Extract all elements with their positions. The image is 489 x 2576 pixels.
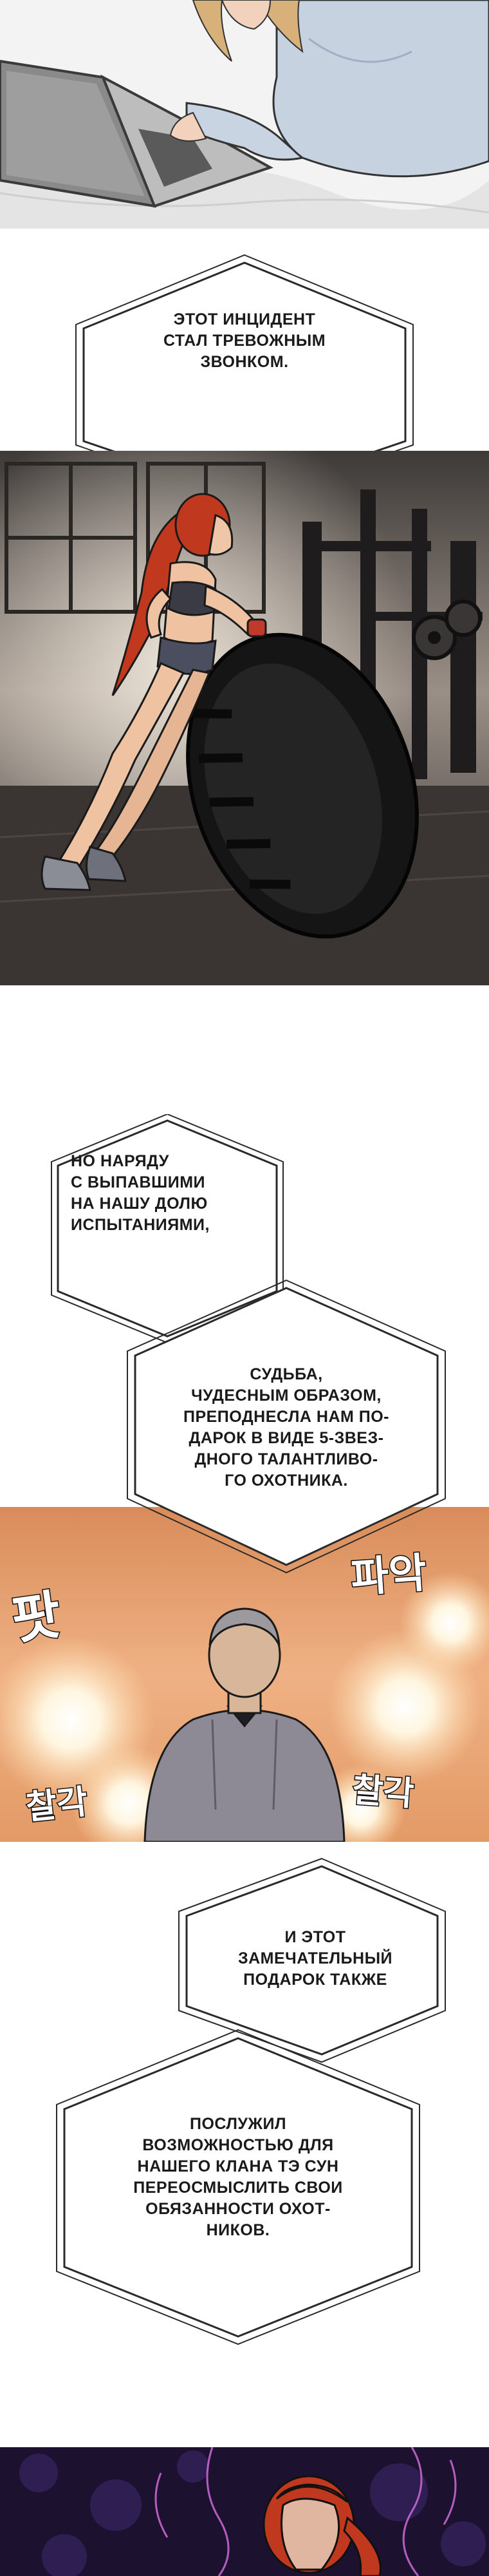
caption-5-text: ПОСЛУЖИЛ ВОЗМОЖНОСТЬЮ ДЛЯ НАШЕГО КЛАНА Т… — [97, 2114, 380, 2241]
caption-4-text: И ЭТОТ ЗАМЕЧАТЕЛЬНЫЙ ПОДАРОК ТАКЖЕ — [212, 1927, 418, 1991]
panel-laptop — [0, 0, 489, 229]
panel-caption-2-3: НО НАРЯДУ С ВЫПАВШИМИ НА НАШУ ДОЛЮ ИСПЫТ… — [0, 1114, 489, 1584]
caption-2-text: НО НАРЯДУ С ВЫПАВШИМИ НА НАШУ ДОЛЮ ИСПЫТ… — [71, 1151, 264, 1236]
caption-line: ИСПЫТАНИЯМИ, — [71, 1216, 210, 1234]
caption-line: ПЕРЕОСМЫСЛИТЬ СВОИ — [133, 2179, 343, 2197]
caption-3-text: СУДЬБА, ЧУДЕСНЫМ ОБРАЗОМ, ПРЕПОДНЕСЛА НА… — [177, 1364, 396, 1492]
caption-line: ВОЗМОЖНОСТЬЮ ДЛЯ — [142, 2136, 334, 2154]
laptop-illustration — [0, 0, 489, 229]
caption-line: СУДЬБА, — [250, 1365, 323, 1383]
caption-line: ПОСЛУЖИЛ — [189, 2115, 287, 2133]
caption-1-text: ЭТОТ ИНЦИДЕНТ СТАЛ ТРЕВОЖНЫМ ЗВОНКОМ. — [0, 309, 489, 373]
caption-line: НО НАРЯДУ — [71, 1152, 169, 1170]
caption-line: ПРЕПОДНЕСЛА НАМ ПО- — [183, 1408, 390, 1426]
caption-line: ГО ОХОТНИКА. — [225, 1472, 348, 1490]
caption-line: ПОДАРОК ТАКЖЕ — [243, 1971, 387, 1989]
caption-line: ДНОГО ТАЛАНТЛИВО- — [194, 1450, 378, 1468]
caption-line: ЧУДЕСНЫМ ОБРАЗОМ, — [191, 1387, 382, 1405]
caption-line: ОБЯЗАННОСТИ ОХОТ- — [145, 2200, 331, 2218]
caption-line: ЭТОТ ИНЦИДЕНТ — [173, 310, 316, 328]
panel-caption-1: ЭТОТ ИНЦИДЕНТ СТАЛ ТРЕВОЖНЫМ ЗВОНКОМ. — [0, 245, 489, 502]
caption-line: С ВЫПАВШИМИ — [71, 1173, 205, 1191]
panel-gym — [0, 451, 489, 985]
gym-illustration — [0, 451, 489, 985]
caption-line: НА НАШУ ДОЛЮ — [71, 1195, 208, 1213]
caption-line: И ЭТОТ — [284, 1928, 346, 1946]
caption-line: НАШЕГО КЛАНА ТЭ СУН — [137, 2157, 339, 2175]
panel-dark-aura — [0, 2447, 489, 2576]
caption-line: ЗВОНКОМ. — [200, 353, 289, 371]
sfx-chalkak-right: 찰각 — [350, 1770, 416, 1815]
caption-4-5-bubbles — [56, 1857, 446, 2345]
panel-caption-4-5: И ЭТОТ ЗАМЕЧАТЕЛЬНЫЙ ПОДАРОК ТАКЖЕ ПОСЛУ… — [0, 1855, 489, 2409]
caption-line: СТАЛ ТРЕВОЖНЫМ — [163, 332, 326, 350]
caption-line: НИКОВ. — [206, 2221, 270, 2239]
caption-2-3-bubbles — [51, 1114, 446, 1574]
sfx-chalkak-left: 찰각 — [23, 1782, 90, 1829]
dark-aura-illustration — [0, 2447, 489, 2576]
caption-1-bubble — [75, 254, 414, 502]
caption-line: ДАРОК В ВИДЕ 5-ЗВЕЗ- — [189, 1429, 384, 1447]
caption-line: ЗАМЕЧАТЕЛЬНЫЙ — [237, 1949, 393, 1967]
